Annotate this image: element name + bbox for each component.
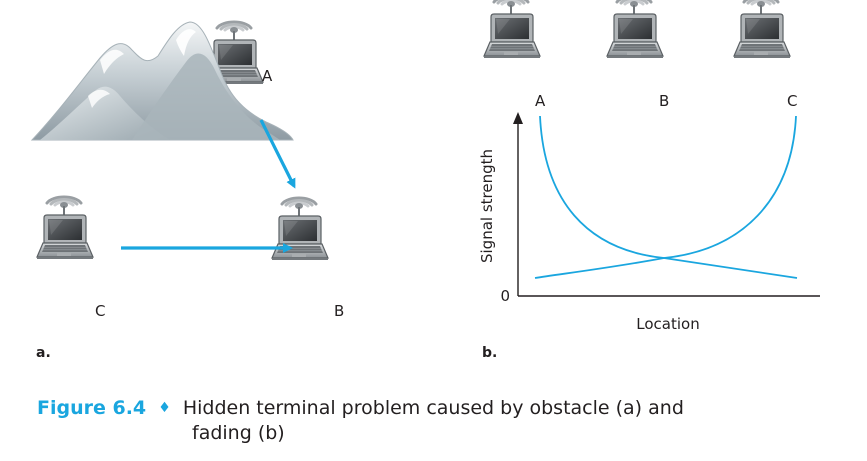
y-axis-label: Signal strength [478,149,496,263]
figure-number: Figure 6.4 [37,397,147,419]
node-label-b: B [659,92,669,110]
caption-text-line-1: Hidden terminal problem caused by obstac… [182,397,684,419]
panel-a: A B C a. [30,20,344,361]
node-label-b: B [334,302,344,320]
laptop-icon [482,0,542,60]
node-label-c: C [787,92,797,110]
y-axis-arrowhead [513,112,523,124]
laptop-icon [270,196,330,262]
node-label-c: C [95,302,105,320]
mountain-obstacle [30,21,294,141]
arrow-a-to-b [259,119,296,189]
caption-text-line-2: fading (b) [192,422,285,444]
panel-b-label: b. [482,345,497,361]
caption-separator-icon: ♦ [158,400,171,416]
laptop-icon [35,195,95,261]
node-label-a: A [535,92,546,110]
signal-curve-c [534,115,797,279]
node-label-a: A [262,67,273,85]
laptop-icon [732,0,792,60]
panel-b: A B C 0 Signal strength Location b. [478,0,820,361]
signal-curve-a [539,115,798,279]
panel-a-label: a. [36,345,51,361]
x-axis-label: Location [636,315,699,333]
figure-caption: Figure 6.4 ♦ Hidden terminal problem cau… [37,397,837,445]
laptop-icon [605,0,665,60]
origin-label: 0 [500,287,510,305]
